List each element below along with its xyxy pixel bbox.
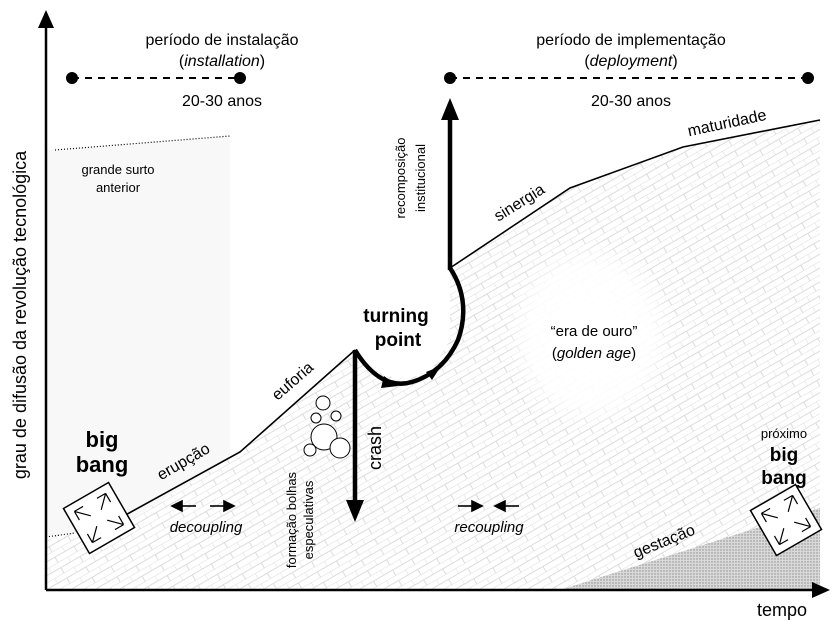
installation-timeline (66, 72, 246, 84)
crash-label: crash (365, 426, 385, 470)
golden-age-label-1: “era de ouro” (551, 323, 638, 340)
turning-point-label-2: point (375, 330, 422, 351)
recomposition-label-2: institucional (413, 144, 428, 212)
diffusion-curve (119, 349, 356, 519)
recoupling-arrows (458, 499, 519, 513)
recomposition-label-1: recomposição (393, 138, 408, 219)
y-axis-label: grau de difusão da revolução tecnológica (10, 150, 30, 479)
x-axis-label: tempo (757, 600, 807, 620)
turning-point-arrow-1 (381, 376, 398, 388)
next-big-label: big (770, 445, 799, 466)
recoupling-label: recoupling (454, 519, 524, 536)
previous-surge-label-2: anterior (96, 180, 141, 195)
deployment-title: período de implementação (536, 32, 726, 49)
installation-duration: 20-30 anos (182, 93, 262, 110)
recomposition-arrowhead (441, 98, 459, 120)
big-bang-label-2: bang (76, 452, 129, 477)
bubbles-label-1: formação bolhas (284, 471, 299, 568)
prior-decline-line (45, 532, 76, 538)
y-axis-arrow (38, 10, 54, 28)
big-bang-label-1: big (86, 427, 119, 452)
speculative-bubbles (303, 395, 351, 459)
previous-surge-line (54, 135, 231, 151)
bubbles-label-2: especulativas (301, 480, 316, 559)
installation-title: período de instalação (146, 32, 299, 49)
deployment-timeline (444, 72, 814, 84)
installation-subtitle: (installation) (179, 53, 265, 70)
deployment-duration: 20-30 anos (591, 93, 671, 110)
next-label: próximo (761, 426, 807, 441)
decoupling-label: decoupling (170, 519, 243, 536)
previous-surge-label-1: grande surto (82, 162, 155, 177)
big-bang-icon (62, 481, 136, 555)
turning-point-arrow-2 (426, 366, 441, 380)
next-big-bang-icon (749, 483, 823, 557)
gestation-area (560, 508, 820, 590)
x-axis-arrow (812, 582, 830, 598)
golden-age-area (505, 240, 675, 430)
previous-surge-area (46, 136, 230, 537)
turning-point-label-1: turning (363, 306, 428, 327)
golden-age-label-2: (golden age) (552, 345, 636, 362)
deployment-subtitle: (deployment) (584, 53, 677, 70)
crash-arrowhead (346, 500, 364, 522)
diffusion-area (46, 120, 820, 590)
next-bang-label: bang (761, 468, 806, 489)
diffusion-curve-upper (449, 119, 821, 269)
decoupling-arrows (170, 499, 236, 513)
